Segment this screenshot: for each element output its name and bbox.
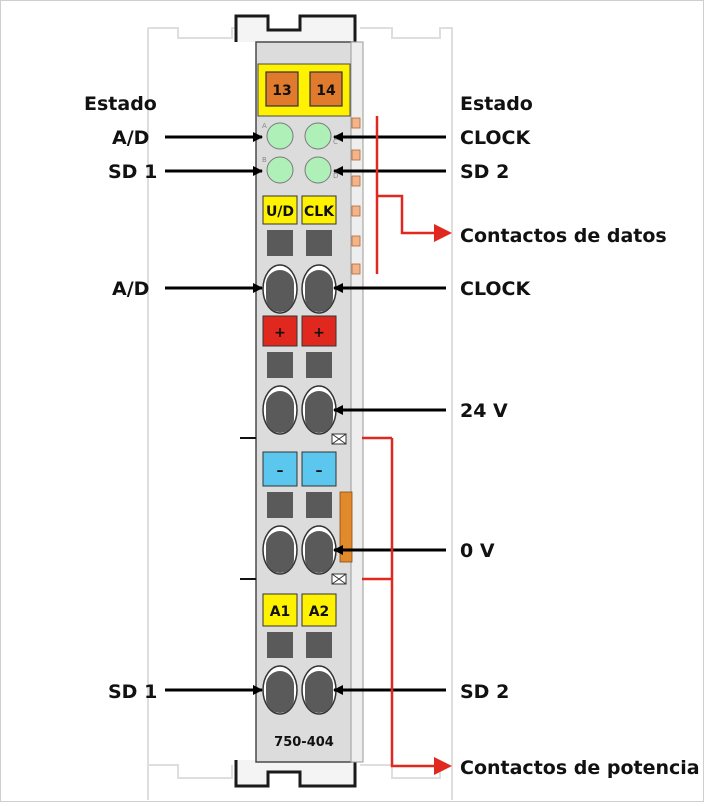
clamp-ad: [266, 270, 294, 312]
din-rail-outline: [147, 27, 453, 800]
power-contacts-arrowhead: [434, 757, 452, 775]
led-letter-b: B: [262, 156, 267, 164]
right-label-power-contacts: Contactos de potencia: [460, 757, 700, 779]
left-label-ad-led: A/D: [112, 127, 149, 149]
release-slot: [306, 352, 332, 378]
led-letter-d: D: [333, 172, 338, 180]
release-slot: [267, 492, 293, 518]
module-side-plate: [350, 41, 364, 763]
tag-a2: A2: [309, 604, 330, 620]
tag-a1: A1: [270, 604, 291, 620]
right-label-24v: 24 V: [460, 400, 508, 422]
clamp-0v: [305, 531, 333, 573]
right-label-sd2-led: SD 2: [460, 161, 509, 183]
release-slot: [306, 632, 332, 658]
model-number: 750-404: [274, 735, 334, 750]
right-arrows: [333, 132, 446, 695]
led-letter-c: C: [333, 138, 338, 146]
tag-clk: CLK: [304, 204, 335, 220]
tag-ud: U/D: [266, 204, 294, 220]
right-label-clock-clamp: CLOCK: [460, 278, 531, 300]
release-slot: [306, 492, 332, 518]
tag-minus-1: –: [277, 463, 284, 479]
release-slot: [267, 230, 293, 256]
left-label-ad-clamp: A/D: [112, 278, 149, 300]
right-label-clock-led: CLOCK: [460, 127, 531, 149]
led-sd1: [266, 156, 294, 184]
led-letter-a: A: [262, 122, 267, 130]
clamp-clock: [305, 270, 333, 312]
data-contacts-bracket: [375, 116, 452, 274]
right-status-heading: Estado: [460, 93, 533, 115]
terminal-group-3: – –: [262, 451, 337, 575]
status-leds: A C B D: [262, 122, 338, 184]
power-contacts-bracket: [362, 436, 452, 775]
power-jumper-markers: [331, 433, 347, 585]
tag-minus-2: –: [316, 463, 323, 479]
clamp-sd2: [305, 671, 333, 713]
power-jumper-contact: [339, 491, 353, 563]
release-slot: [267, 632, 293, 658]
right-label-data-contacts: Contactos de datos: [460, 225, 667, 247]
top-connector-14: 14: [309, 71, 343, 107]
top-connector-14-label: 14: [316, 83, 336, 99]
bottom-rail-clip: [234, 760, 357, 788]
terminal-group-2: + +: [262, 315, 337, 435]
clamp-minus-1: [266, 531, 294, 573]
right-label-0v: 0 V: [460, 540, 495, 562]
terminal-group-4: A1 A2: [262, 593, 337, 715]
release-slot: [267, 352, 293, 378]
tag-plus-1: +: [274, 325, 286, 341]
top-rail-clip: [234, 14, 357, 42]
right-label-sd2-clamp: SD 2: [460, 681, 509, 703]
left-arrows: [165, 132, 263, 695]
top-connector-13-label: 13: [272, 83, 291, 99]
clamp-plus-1: [266, 391, 294, 433]
left-label-sd1-clamp: SD 1: [108, 681, 157, 703]
data-contact-tabs: [351, 117, 361, 275]
led-clock: [304, 122, 332, 150]
data-contacts-arrowhead: [434, 224, 452, 242]
terminal-group-1: U/D CLK: [262, 195, 337, 314]
release-slot: [306, 230, 332, 256]
led-sd2: [304, 156, 332, 184]
left-status-heading: Estado: [84, 93, 157, 115]
clamp-24v: [305, 391, 333, 433]
led-ad: [266, 122, 294, 150]
clamp-sd1: [266, 671, 294, 713]
top-connector-13: 13: [265, 71, 299, 107]
left-label-sd1-led: SD 1: [108, 161, 157, 183]
tag-plus-2: +: [313, 325, 325, 341]
